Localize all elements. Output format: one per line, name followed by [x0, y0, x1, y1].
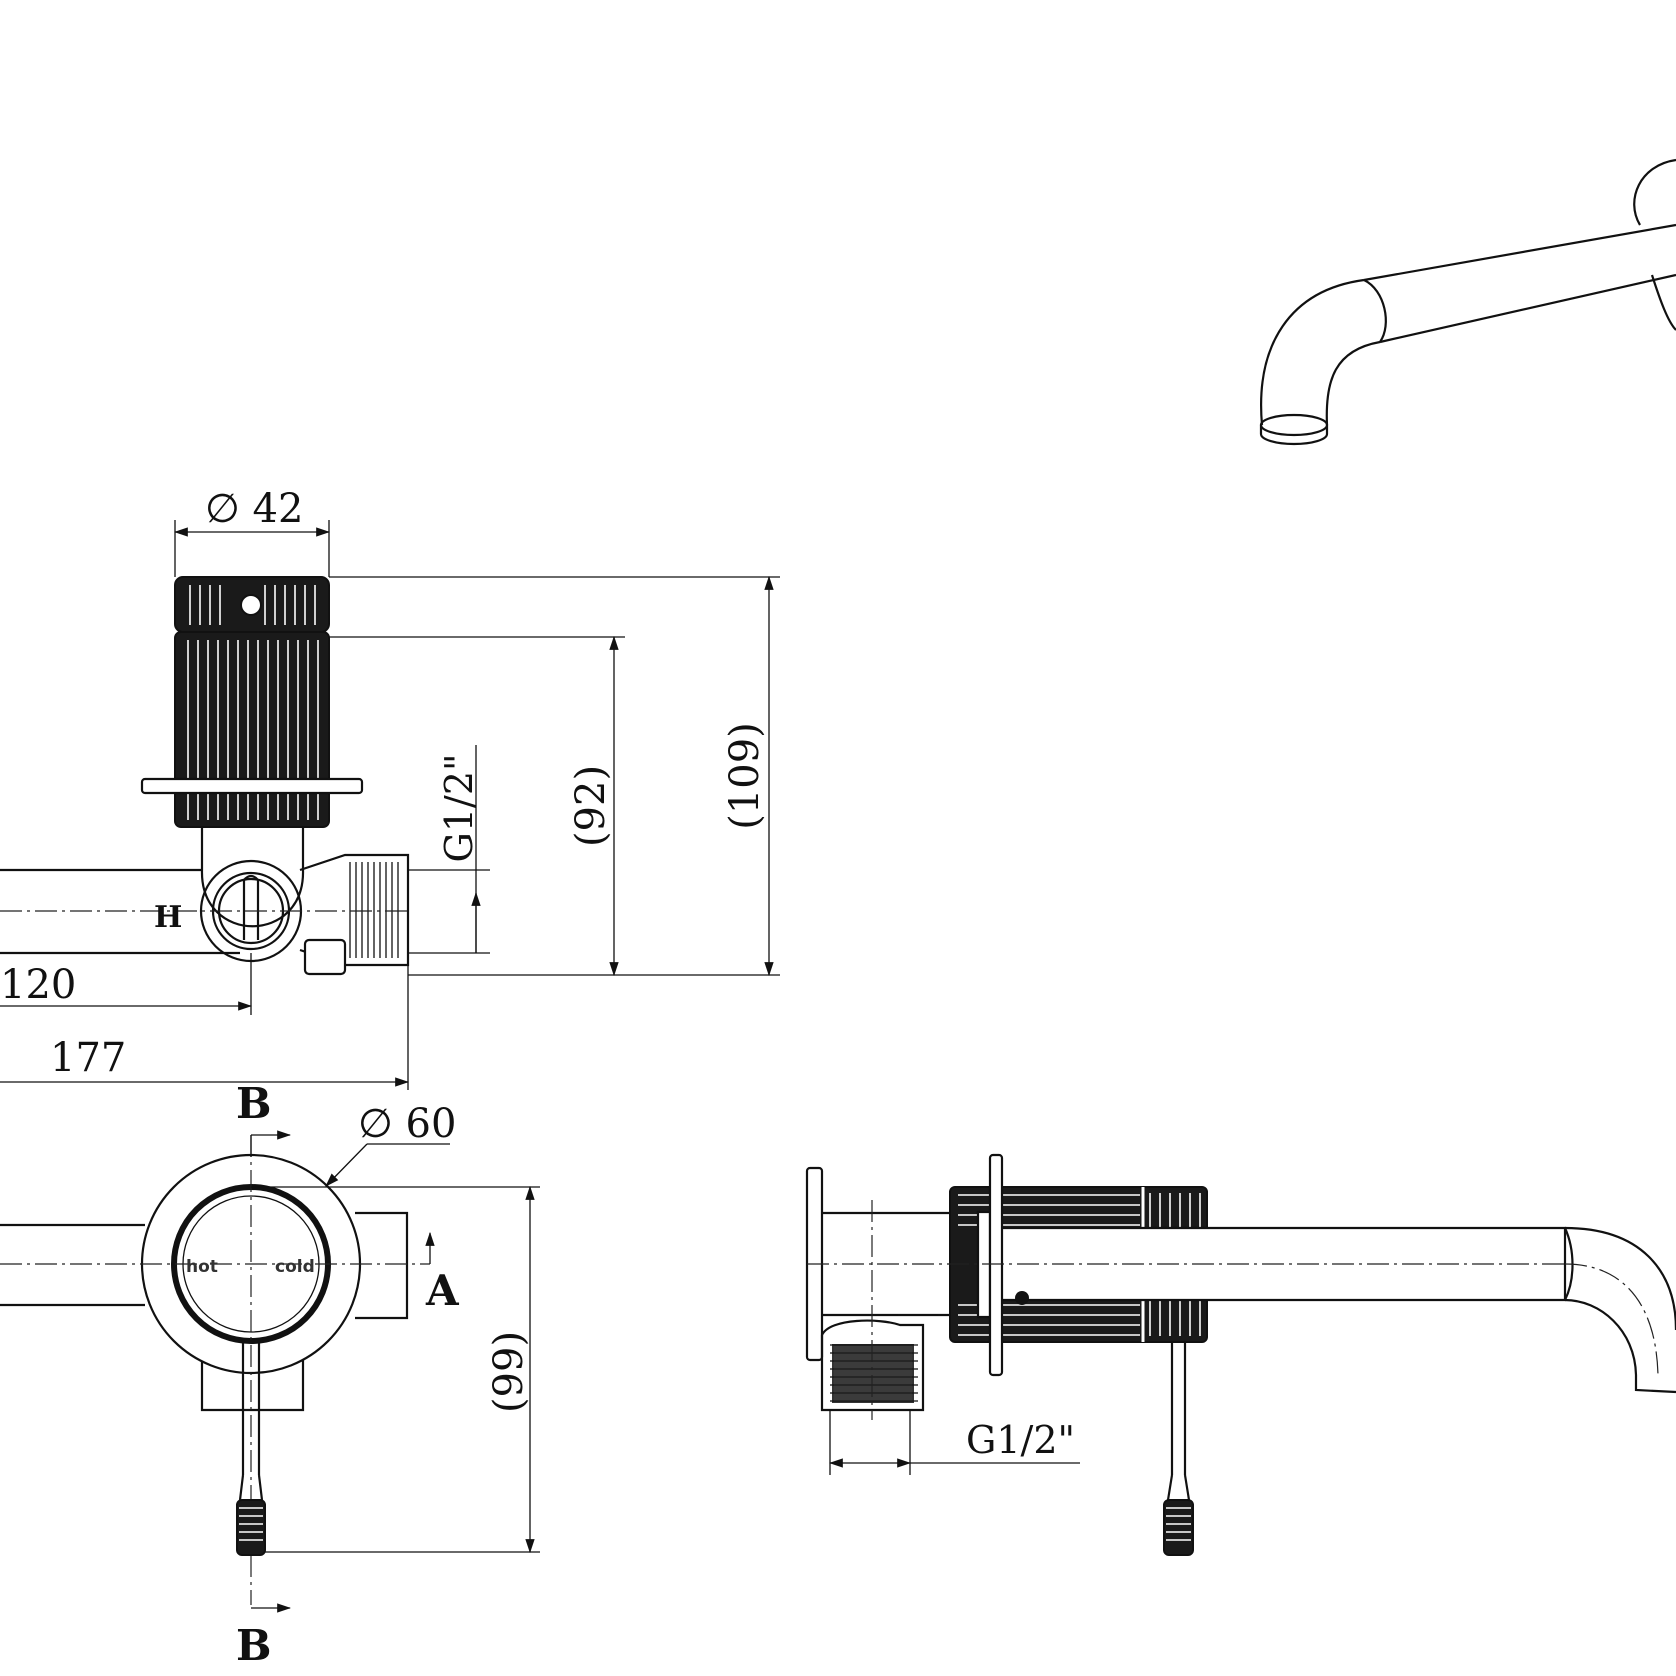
- dim-thread-bottom: G1/2": [828, 1410, 1080, 1475]
- thread-bottom-label: G1/2": [966, 1418, 1075, 1462]
- spout-perspective-view: [1259, 158, 1676, 446]
- front-view-plate: hot cold: [0, 1135, 430, 1605]
- dim-177-label: 177: [50, 1035, 126, 1081]
- dim-92-label: (92): [568, 765, 614, 847]
- dim-42-label: ∅ 42: [205, 486, 303, 532]
- grub-screw-hole: [240, 594, 262, 616]
- section-markers: B B A: [236, 1079, 460, 1670]
- section-b-top: B: [236, 1079, 272, 1128]
- dim-120-label: 120: [0, 962, 76, 1008]
- cold-label: cold: [275, 1257, 315, 1277]
- section-a: A: [425, 1266, 460, 1315]
- dim-99-label: (99): [486, 1331, 532, 1413]
- dim-height-92: (92): [329, 635, 625, 977]
- dim-length-120: 120: [0, 953, 253, 1015]
- dim-height-99: (99): [251, 1185, 540, 1554]
- dim-60-label: ∅ 60: [358, 1101, 456, 1147]
- side-view-assembly: [805, 1153, 1676, 1556]
- section-b-bottom: B: [236, 1621, 272, 1670]
- side-view-valve-body: H: [0, 576, 410, 976]
- thread-side-label: G1/2": [437, 754, 481, 863]
- dim-thread-side: G1/2": [408, 745, 490, 954]
- h-mark-label: H: [154, 900, 182, 935]
- dim-length-177: 177: [0, 965, 410, 1090]
- dim-diameter-60: ∅ 60: [325, 1101, 456, 1187]
- dim-diameter-42: ∅ 42: [173, 486, 331, 577]
- hot-label: hot: [186, 1257, 218, 1277]
- dim-height-109: (109): [329, 575, 780, 977]
- dim-109-label: (109): [722, 722, 768, 830]
